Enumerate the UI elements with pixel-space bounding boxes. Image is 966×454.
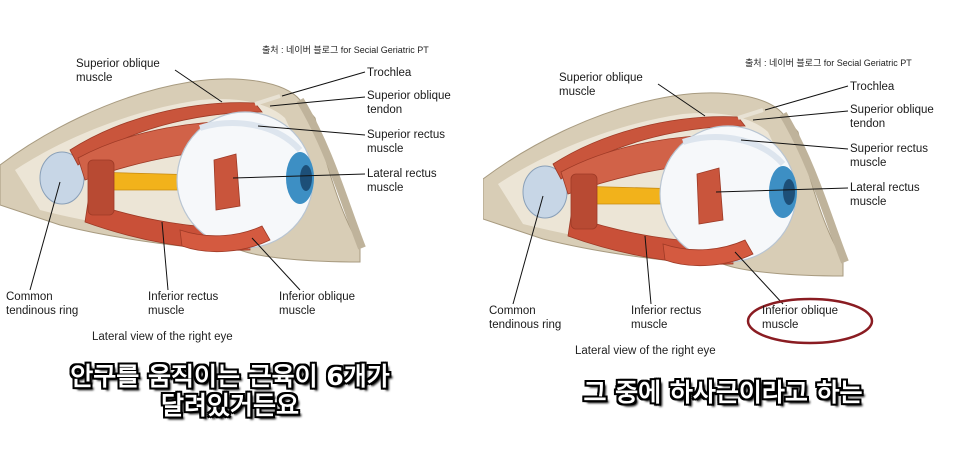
subtitle-right: 그 중에 하사근이라고 하는 (583, 378, 863, 407)
label-superior-rectus-muscle: Superior rectus muscle (367, 129, 445, 155)
subtitle-left: 안구를 움직이는 근육이 6개가 달려있거든요 (70, 362, 390, 420)
source-credit: 출처 : 네이버 블로그 for Secial Geriatric PT (745, 58, 912, 68)
label-superior-oblique-muscle: Superior oblique muscle (559, 72, 643, 98)
label-inferior-oblique-muscle: Inferior oblique muscle (762, 305, 839, 331)
figure-caption: Lateral view of the right eye (575, 345, 716, 357)
label-superior-oblique-tendon: Superior oblique tendon (850, 104, 934, 130)
eye-illustration (483, 83, 849, 305)
label-superior-oblique-tendon: Superior oblique tendon (367, 90, 451, 116)
source-credit: 출처 : 네이버 블로그 for Secial Geriatric PT (262, 45, 429, 55)
label-superior-rectus-muscle: Superior rectus muscle (850, 143, 928, 169)
label-inferior-oblique-muscle: Inferior oblique muscle (279, 291, 356, 317)
diagram-panel-left: 출처 : 네이버 블로그 for Secial Geriatric PT Sup… (0, 45, 451, 420)
label-common-tendinous-ring: Common tendinous ring (489, 305, 562, 331)
label-lateral-rectus-muscle: Lateral rectus muscle (850, 182, 920, 208)
label-common-tendinous-ring: Common tendinous ring (6, 291, 79, 317)
label-inferior-rectus-muscle: Inferior rectus muscle (631, 305, 702, 331)
eye-illustration (0, 69, 366, 291)
label-trochlea: Trochlea (367, 67, 412, 79)
eye-diagram-svg (483, 83, 874, 345)
diagram-panel-right: 출처 : 네이버 블로그 for Secial Geriatric PT Sup… (483, 0, 966, 454)
label-lateral-rectus-muscle: Lateral rectus muscle (367, 168, 437, 194)
label-trochlea: Trochlea (850, 81, 895, 93)
highlight-ring (746, 297, 874, 345)
label-superior-oblique-muscle: Superior oblique muscle (76, 58, 160, 84)
figure-caption: Lateral view of the right eye (92, 331, 233, 343)
label-inferior-rectus-muscle: Inferior rectus muscle (148, 291, 219, 317)
eye-diagram-svg (0, 69, 366, 291)
